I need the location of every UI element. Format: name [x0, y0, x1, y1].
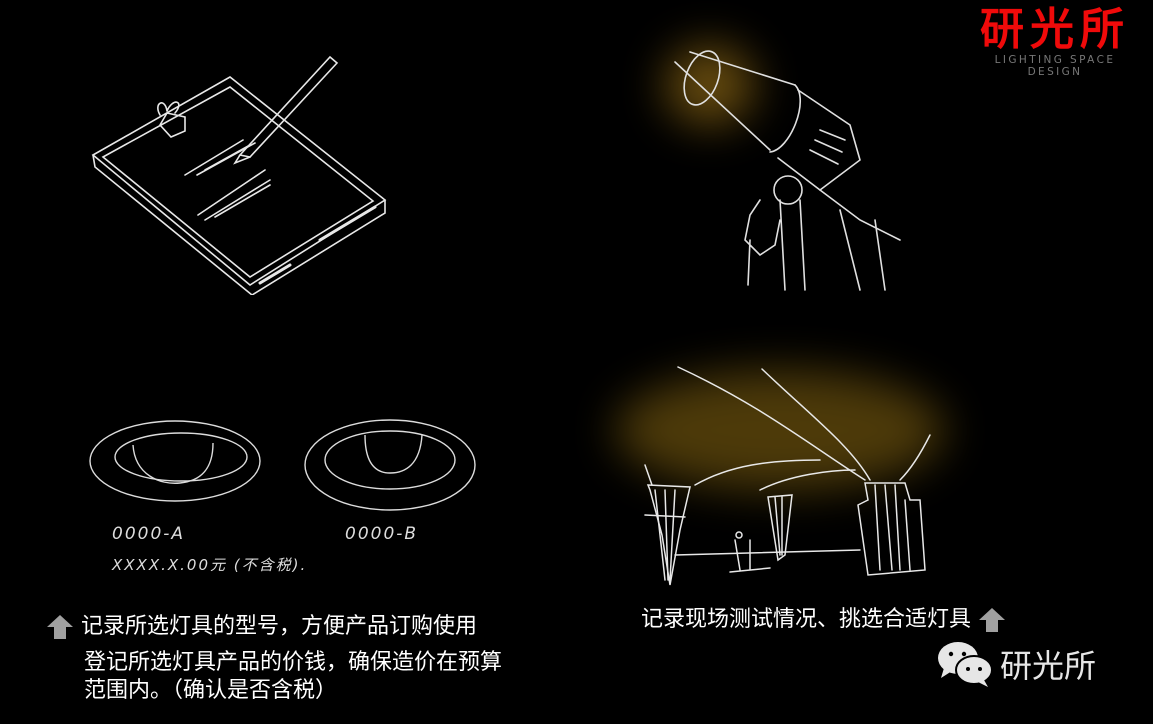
caption-left-line2: 登记所选灯具产品的价钱，确保造价在预算 — [84, 650, 503, 675]
wechat-watermark: 研光所 — [936, 640, 1096, 688]
scene-glow — [615, 370, 945, 490]
wechat-icon — [938, 642, 993, 687]
hand-spotlight-sketch-icon — [670, 40, 920, 300]
notepad-pen-sketch-icon — [85, 45, 395, 295]
caption-left-line1-row: 记录所选灯具的型号，方便产品订购使用 — [46, 612, 477, 642]
logo-subtitle: LIGHTING SPACE DESIGN — [994, 54, 1116, 78]
lighting-scene-sketch-icon — [610, 355, 950, 595]
wechat-label: 研光所 — [1000, 647, 1097, 685]
caption-left-line1: 记录所选灯具的型号，方便产品订购使用 — [81, 614, 478, 639]
fixture-ellipses-sketch-icon — [85, 415, 485, 525]
fixture-label-b: 0000-B — [345, 524, 419, 544]
fixture-price: XXXX.X.00元 (不含税). — [112, 556, 308, 574]
logo-title: 研光所 — [980, 4, 1130, 55]
caption-right-line1: 记录现场测试情况、挑选合适灯具 — [641, 607, 972, 632]
fixture-label-a: 0000-A — [112, 524, 186, 544]
caption-left-line3: 范围内。（确认是否含税） — [84, 678, 338, 703]
brand-logo: 研光所 LIGHTING SPACE DESIGN — [969, 4, 1141, 78]
up-arrow-icon — [979, 608, 1006, 632]
up-arrow-icon — [47, 615, 73, 639]
caption-right-row: 记录现场测试情况、挑选合适灯具 — [641, 605, 1006, 635]
